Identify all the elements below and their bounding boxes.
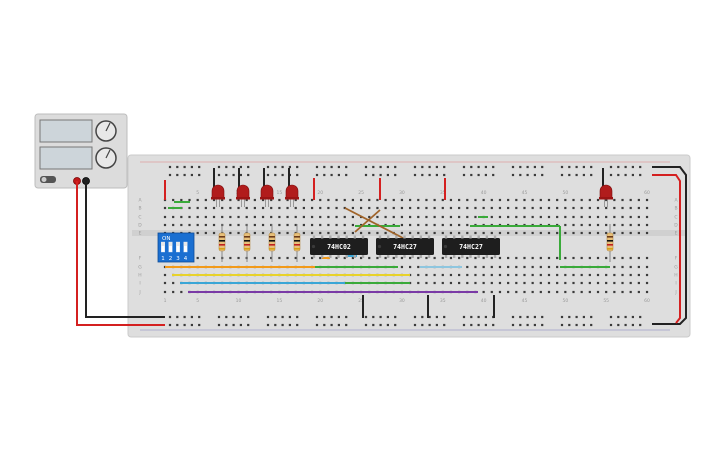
row-letter: G xyxy=(674,265,678,271)
chip-label: 74HC27 xyxy=(393,243,417,251)
column-number-top: 50 xyxy=(562,190,568,196)
column-number-bottom: 15 xyxy=(277,298,283,304)
row-letter: A xyxy=(674,198,678,204)
row-letter: D xyxy=(138,223,142,229)
resistor[interactable] xyxy=(218,224,226,262)
chip-label: 74HC27 xyxy=(459,243,483,251)
supply-wires[interactable] xyxy=(76,166,687,326)
resistor[interactable] xyxy=(293,224,301,262)
dip-switch-number: 4 xyxy=(184,256,188,262)
resistors[interactable] xyxy=(218,224,614,262)
column-number-top: 40 xyxy=(481,190,487,196)
row-letter: I xyxy=(139,281,140,287)
column-number-top: 60 xyxy=(644,190,650,196)
chip-label: 74HC02 xyxy=(327,243,351,251)
column-number-bottom: 35 xyxy=(440,298,446,304)
row-letter: D xyxy=(674,223,678,229)
leds[interactable] xyxy=(211,184,613,207)
current-display xyxy=(39,146,93,170)
column-number-top: 45 xyxy=(522,190,528,196)
column-number-bottom: 1 xyxy=(164,298,167,304)
row-letter: H xyxy=(138,273,141,279)
led-5[interactable] xyxy=(599,184,613,207)
column-number-bottom: 20 xyxy=(317,298,323,304)
column-number-bottom: 40 xyxy=(481,298,487,304)
row-letter: C xyxy=(138,215,141,221)
row-letter: E xyxy=(139,231,142,237)
row-letter: E xyxy=(675,231,678,237)
row-letter: B xyxy=(674,206,677,212)
column-number-bottom: 60 xyxy=(644,298,650,304)
column-number-bottom: 55 xyxy=(603,298,609,304)
column-number-top: 20 xyxy=(317,190,323,196)
column-number-top: 25 xyxy=(358,190,364,196)
dip-switch-number: 1 xyxy=(161,256,165,262)
row-letter: J xyxy=(138,290,140,296)
ic-chip[interactable]: 74HC27 xyxy=(376,235,434,259)
row-letter: J xyxy=(674,290,676,296)
resistor[interactable] xyxy=(268,224,276,262)
dip-switch-label: ON xyxy=(162,236,170,242)
column-number-top: 35 xyxy=(440,190,446,196)
power-supply[interactable] xyxy=(34,113,128,189)
ic-chip[interactable]: 74HC27 xyxy=(442,235,500,259)
led-1[interactable] xyxy=(211,184,225,207)
column-number-bottom: 50 xyxy=(562,298,568,304)
dip-switch-number: 2 xyxy=(169,256,173,262)
row-letter: B xyxy=(138,206,141,212)
column-number-bottom: 5 xyxy=(196,298,199,304)
ic-chip[interactable]: 74HC02 xyxy=(310,235,368,259)
column-number-bottom: 25 xyxy=(358,298,364,304)
ic-chips[interactable]: 74HC02 74HC27 74HC27 xyxy=(310,235,500,259)
led-3[interactable] xyxy=(260,184,274,207)
column-number-top: 30 xyxy=(399,190,405,196)
row-letter: I xyxy=(675,281,676,287)
row-letter: F xyxy=(675,256,678,262)
row-letter: F xyxy=(139,256,142,262)
led-4[interactable] xyxy=(285,184,299,207)
row-letter: A xyxy=(138,198,142,204)
voltage-display xyxy=(39,119,93,143)
column-number-bottom: 30 xyxy=(399,298,405,304)
led-2[interactable] xyxy=(236,184,250,207)
resistor[interactable] xyxy=(243,224,251,262)
signal-wires[interactable] xyxy=(165,201,610,293)
column-number-top: 5 xyxy=(196,190,199,196)
resistor[interactable] xyxy=(606,224,614,262)
row-letter: C xyxy=(674,215,677,221)
dip-switch-number: 3 xyxy=(176,256,180,262)
column-number-bottom: 45 xyxy=(522,298,528,304)
column-number-top: 15 xyxy=(277,190,283,196)
row-letter: G xyxy=(138,265,142,271)
column-number-bottom: 10 xyxy=(236,298,242,304)
row-letter: H xyxy=(674,273,677,279)
